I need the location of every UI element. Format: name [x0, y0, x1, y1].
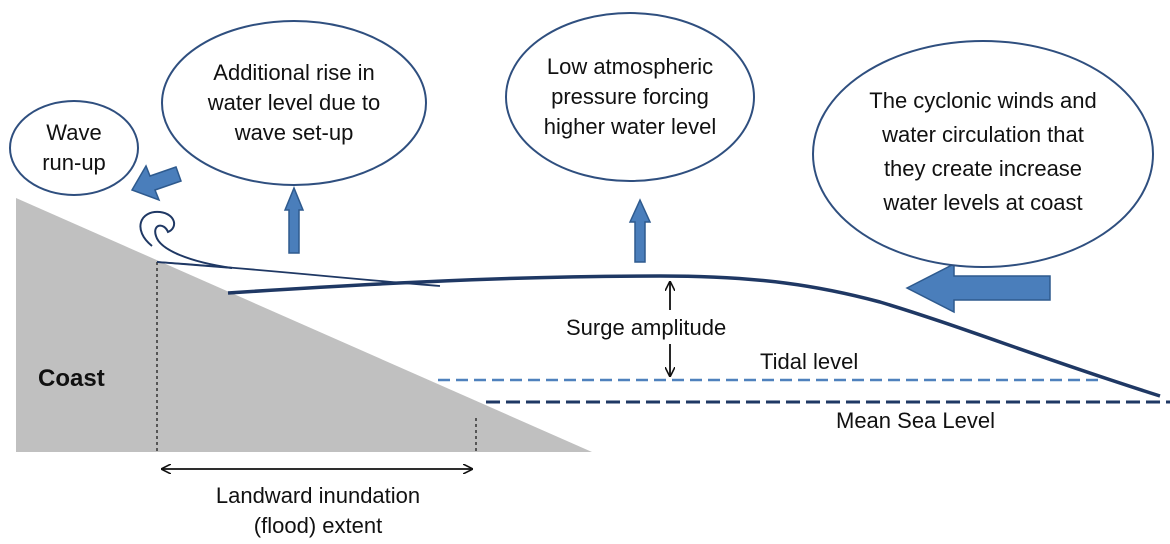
wave-runup-line-1: Wave: [46, 120, 102, 145]
cyclonic-winds-line-1: The cyclonic winds and: [869, 88, 1097, 113]
wind-arrow-icon: [905, 262, 1051, 314]
surge-water-surface: [227, 274, 1161, 398]
wave-setup-line-1: Additional rise in: [213, 60, 375, 85]
cyclonic-winds-line-4: water levels at coast: [883, 190, 1083, 215]
wave-setup-line-2: water level due to: [207, 90, 381, 115]
coast-label: Coast: [38, 365, 105, 392]
pressure-line-2: pressure forcing: [551, 84, 709, 109]
wave-setup-line-3: wave set-up: [234, 120, 354, 145]
cyclonic-winds-bubble: [812, 40, 1154, 268]
pressure-arrow-icon: [628, 198, 652, 263]
inundation-label: Landward inundation (flood) extent: [160, 480, 476, 542]
wave-runup-bubble: [9, 100, 139, 196]
pressure-text: Low atmospheric pressure forcing higher …: [510, 47, 750, 147]
runup-arrow-icon: [130, 164, 182, 202]
pressure-line-1: Low atmospheric: [546, 54, 714, 79]
wave-runup-text: Wave run-up: [14, 112, 134, 184]
coast-landmass: [16, 198, 592, 452]
inundation-line-1: Landward inundation: [215, 483, 421, 508]
surge-amplitude-label: Surge amplitude: [566, 315, 727, 340]
breaking-wave-icon: [139, 210, 233, 269]
cyclonic-winds-text: The cyclonic winds and water circulation…: [830, 84, 1136, 220]
wave-setup-text: Additional rise in water level due to wa…: [170, 53, 418, 153]
cyclonic-winds-line-3: they create increase: [883, 156, 1083, 181]
wave-runup-line-2: run-up: [42, 150, 106, 175]
inundation-line-2: (flood) extent: [253, 513, 383, 538]
pressure-bubble: [505, 12, 755, 182]
wave-setup-bubble: [161, 20, 427, 186]
mean-sea-level-label: Mean Sea Level: [836, 408, 995, 433]
pressure-line-3: higher water level: [543, 114, 717, 139]
cyclonic-winds-line-2: water circulation that: [882, 122, 1084, 147]
tidal-level-label: Tidal level: [760, 349, 859, 374]
setup-arrow-icon: [283, 186, 305, 254]
